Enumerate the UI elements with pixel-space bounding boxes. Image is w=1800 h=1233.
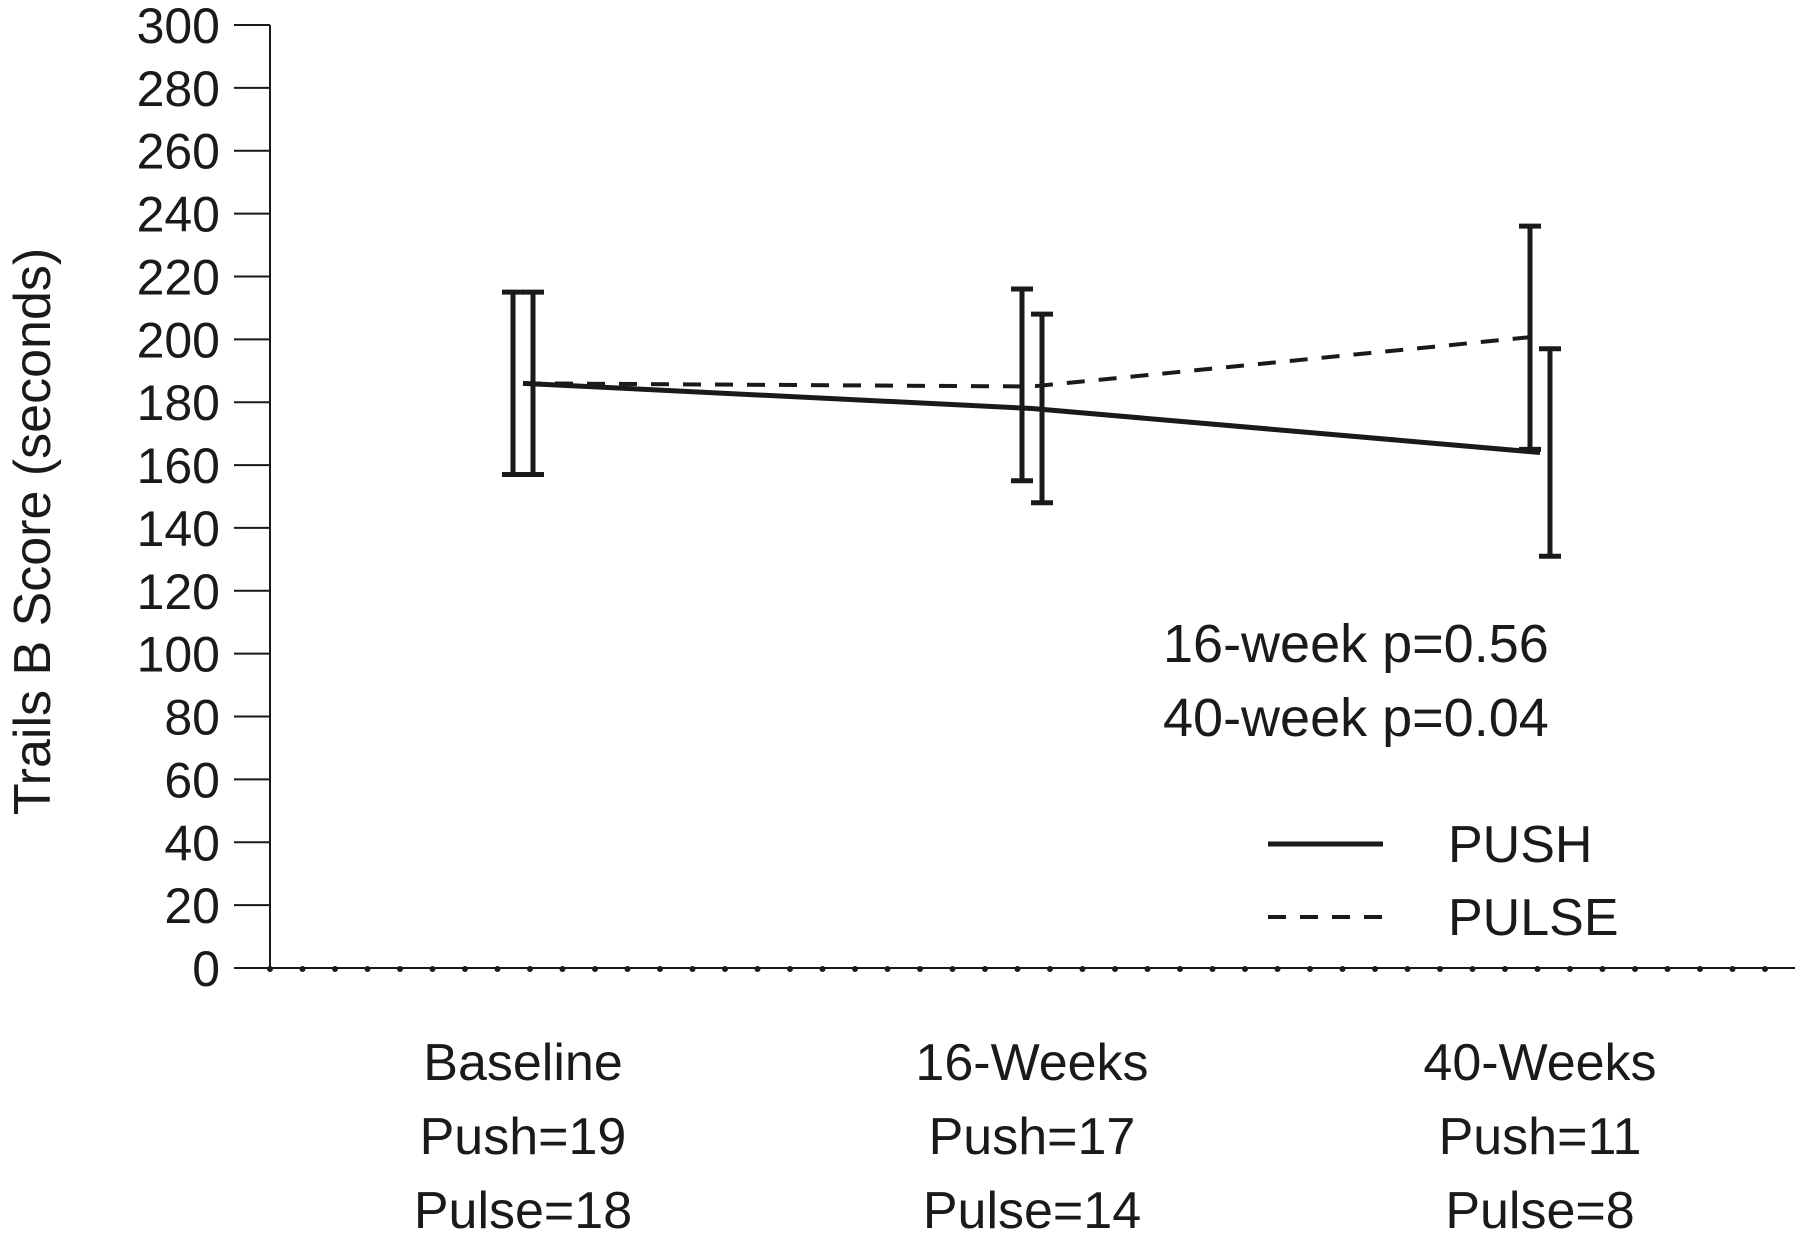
category-label: 40-Weeks: [1423, 1034, 1656, 1092]
x-axis-dot: [1209, 966, 1216, 972]
category-label: Pulse=18: [414, 1182, 632, 1233]
y-tick-label: 60: [164, 752, 220, 808]
x-axis-dot: [884, 966, 891, 972]
x-axis-dot: [852, 966, 858, 972]
legend-label: PUSH: [1448, 816, 1592, 874]
x-axis-dot: [819, 966, 826, 972]
category-label: Baseline: [423, 1034, 622, 1092]
y-tick-label: 180: [137, 375, 220, 431]
category-label: 16-Weeks: [915, 1034, 1148, 1092]
x-axis-dot: [364, 966, 371, 972]
x-axis-dot: [754, 966, 761, 972]
p-value-annotation: 40-week p=0.04: [1163, 688, 1549, 748]
x-axis: [267, 966, 1795, 972]
category-label: Push=17: [929, 1108, 1136, 1166]
category-label: Pulse=8: [1445, 1182, 1634, 1233]
x-axis-dot: [1242, 966, 1248, 972]
x-axis-dot: [1144, 966, 1151, 972]
legend: PUSH PULSE: [1268, 816, 1619, 947]
x-axis-dot: [1502, 966, 1508, 972]
y-tick-label: 40: [164, 815, 220, 871]
error-bar-pulse: [1519, 223, 1541, 452]
error-bar-push: [1539, 346, 1561, 559]
x-axis-dot: [722, 966, 728, 972]
series-line-pulse: [522, 334, 1541, 389]
x-axis-dot: [1047, 966, 1053, 972]
x-axis-dot: [1469, 966, 1476, 972]
x-axis-dot: [397, 966, 403, 972]
error-bar-pulse: [1011, 286, 1033, 484]
x-axis-dot: [1437, 966, 1443, 972]
x-axis-dot: [1632, 966, 1638, 972]
x-axis-dot: [949, 966, 956, 972]
x-axis-dot: [1534, 966, 1541, 972]
x-axis-dot: [1112, 966, 1118, 972]
y-tick-label: 220: [137, 249, 220, 305]
y-tick-label: 200: [137, 312, 220, 368]
x-axis-dot: [982, 966, 988, 972]
x-axis-dot: [299, 966, 306, 972]
y-tick-label: 0: [192, 941, 220, 997]
category-label: Push=11: [1439, 1108, 1642, 1166]
x-axis-dot: [1372, 966, 1378, 972]
annotations: 16-week p=0.56 40-week p=0.04: [1163, 614, 1549, 748]
x-axis-dot: [624, 966, 631, 972]
x-axis-dot: [787, 966, 793, 972]
x-axis-dot: [559, 966, 566, 972]
y-tick-label: 160: [137, 438, 220, 494]
x-axis-dot: [527, 966, 533, 972]
x-axis-dot: [267, 966, 273, 972]
x-axis-dot: [1599, 966, 1606, 972]
error-bar-push: [1031, 311, 1053, 506]
x-axis-dot: [1014, 966, 1021, 972]
p-value-annotation: 16-week p=0.56: [1163, 614, 1549, 674]
error-bar-pulse: [502, 289, 524, 477]
x-axis-dot: [1404, 966, 1411, 972]
y-tick-label: 280: [137, 61, 220, 117]
x-axis-dot: [1079, 966, 1086, 972]
category-label: Pulse=14: [923, 1182, 1141, 1233]
category-labels: BaselinePush=19Pulse=1816-WeeksPush=17Pu…: [414, 1034, 1657, 1233]
x-axis-dot: [332, 966, 338, 972]
x-axis-dot: [689, 966, 696, 972]
x-axis-dot: [494, 966, 501, 972]
x-axis-dot: [429, 966, 436, 972]
y-axis-label: Trails B Score (seconds): [4, 248, 62, 815]
x-axis-dot: [1339, 966, 1346, 972]
y-tick-label: 100: [137, 627, 220, 683]
series-line-push: [522, 380, 1541, 455]
y-tick-label: 240: [137, 187, 220, 243]
y-axis: 0 20 40 60 80 100 120 140 160 180 200 220 240 260 280 3…: [137, 0, 271, 997]
category-label: Push=19: [420, 1108, 627, 1166]
x-axis-dot: [1762, 966, 1768, 972]
x-axis-dot: [1697, 966, 1703, 972]
x-axis-dot: [1274, 966, 1281, 972]
x-axis-dot: [917, 966, 923, 972]
y-tick-label: 140: [137, 501, 220, 557]
y-tick-label: 260: [137, 124, 220, 180]
y-tick-label: 120: [137, 564, 220, 620]
x-axis-dot: [1664, 966, 1671, 972]
y-tick-label: 300: [137, 0, 220, 54]
legend-label: PULSE: [1448, 889, 1619, 947]
x-axis-dot: [1729, 966, 1736, 972]
y-tick-label: 20: [164, 878, 220, 934]
x-axis-dot: [1177, 966, 1183, 972]
y-tick-label: 80: [164, 690, 220, 746]
series-layer: [502, 223, 1561, 559]
x-axis-dot: [1567, 966, 1573, 972]
x-axis-dot: [657, 966, 663, 972]
x-axis-dot: [462, 966, 468, 972]
x-axis-dot: [592, 966, 598, 972]
x-axis-dot: [1307, 966, 1313, 972]
